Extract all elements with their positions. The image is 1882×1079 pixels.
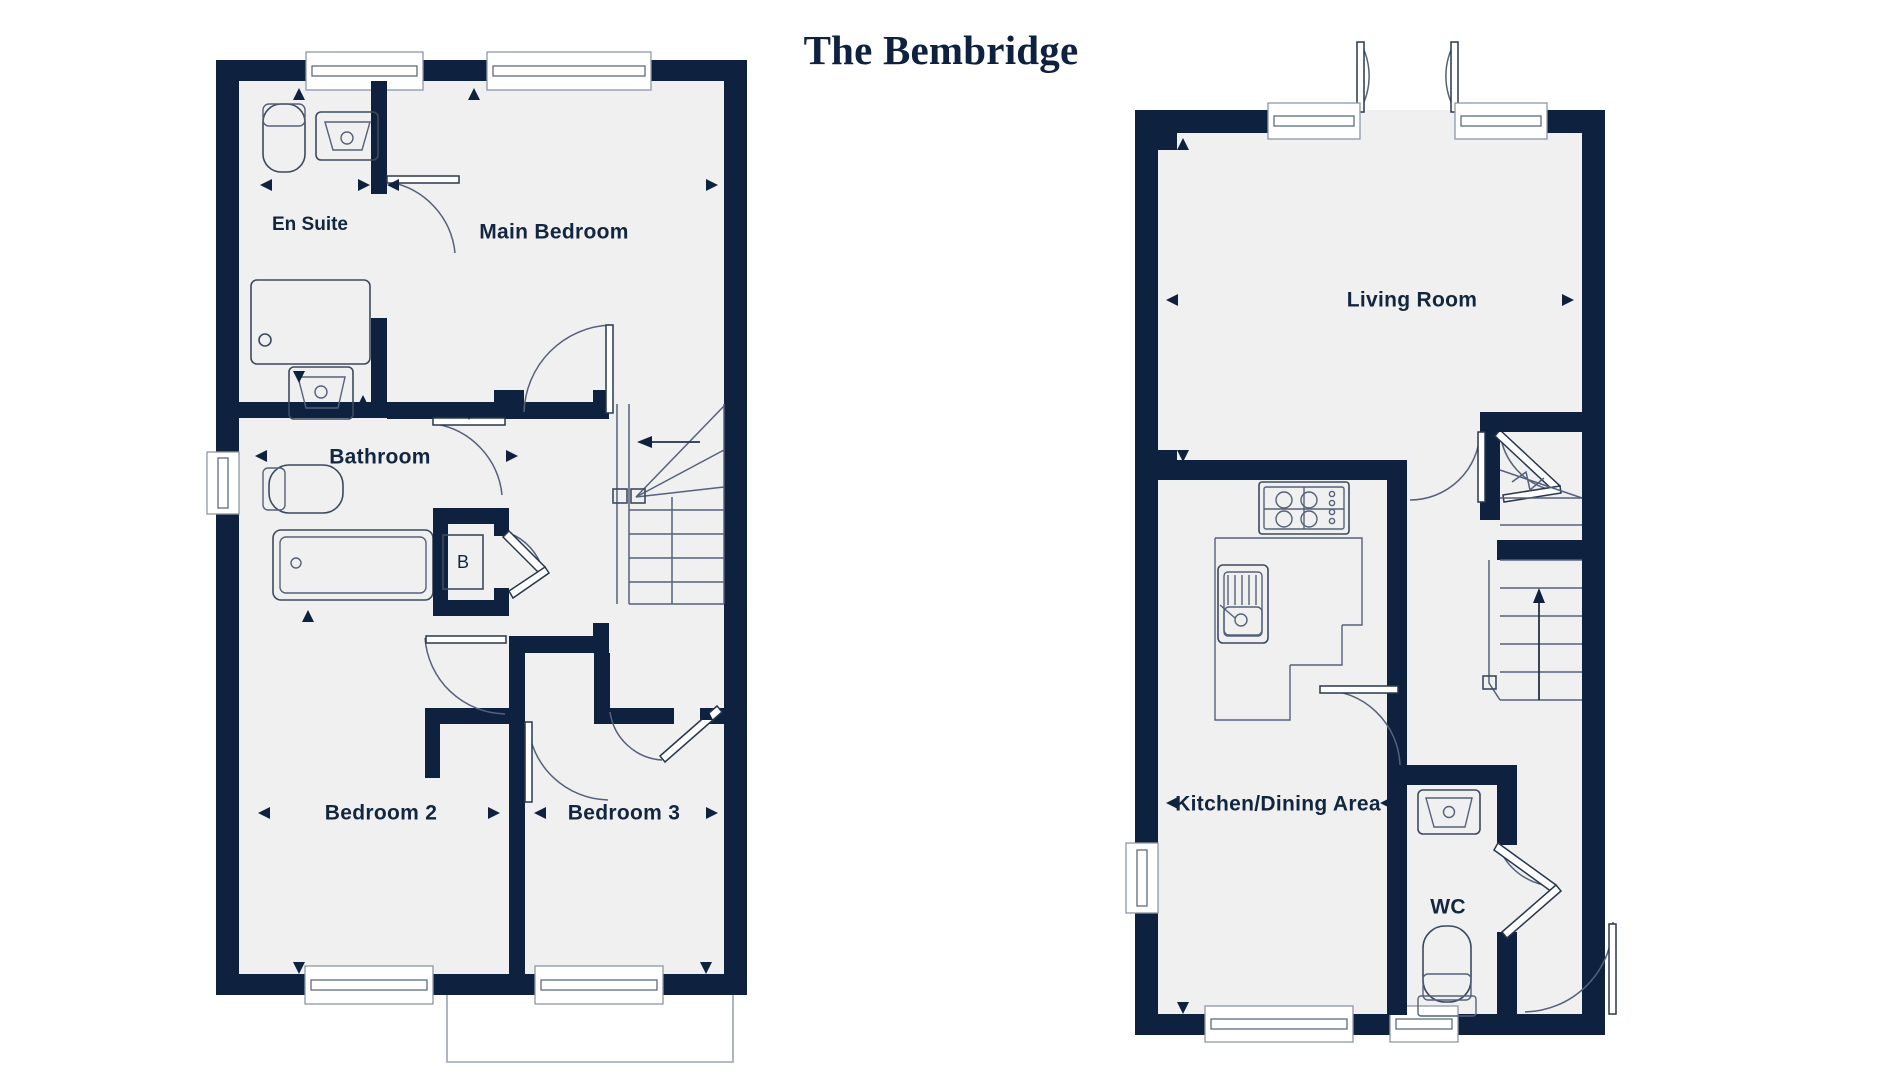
wall-wc-left: [1387, 765, 1407, 1015]
door-entrance-hall[interactable]: [1524, 921, 1617, 1015]
room-label-wc: WC: [1430, 896, 1466, 919]
hob-icon: [1258, 481, 1350, 535]
wall-wc-right-lower: [1497, 932, 1517, 1015]
wall-bathroom-top-stub: [494, 390, 509, 419]
first-floor-fill: [216, 60, 746, 990]
toilet-bathroom-icon: [262, 464, 344, 514]
french-doors[interactable]: [1356, 41, 1459, 113]
staircase-up: [1482, 469, 1583, 701]
wall-stairs-top-gf: [1497, 412, 1582, 432]
direction-arrows: [255, 88, 718, 974]
wash-basin-wc-icon: [1417, 789, 1481, 835]
toilet-ensuite-icon: [262, 103, 306, 173]
ground-floor-fill: [1135, 110, 1605, 1035]
window-kitchen-bottom: [1204, 1005, 1354, 1043]
wall-bedroom2-top-return: [425, 708, 440, 778]
door-ensuite[interactable]: [386, 175, 460, 254]
wall-bedroom2-top: [425, 708, 525, 724]
wall-bedroom3-top: [594, 708, 674, 724]
door-main-bedroom[interactable]: [523, 324, 614, 414]
wall-cupboard-right-lower: [494, 588, 509, 616]
shower-tray-icon: [250, 279, 371, 365]
window-bedroom2-bottom: [304, 965, 434, 1005]
window-bedroom3-bottom: [534, 965, 664, 1005]
door-wc[interactable]: [1493, 841, 1563, 940]
wall-cupboard-bottom: [433, 600, 509, 616]
wall-main-bedroom-stub: [509, 390, 524, 419]
wall-cupboard-right-upper: [494, 508, 509, 536]
wall-bathroom-top: [387, 402, 509, 419]
wall-wc-right-upper: [1497, 765, 1517, 845]
window-living-top-left: [1267, 102, 1361, 140]
wall-stairs-mid-gf: [1497, 540, 1582, 560]
wall-bedroom3-left: [594, 653, 610, 723]
wall-ensuite-bottom: [239, 402, 387, 418]
sink-icon: [1217, 564, 1269, 644]
wall-living-bottom: [1158, 460, 1402, 480]
room-label-en-suite: En Suite: [272, 214, 348, 235]
worktop-left: [1214, 538, 1291, 721]
door-bedroom-3[interactable]: [524, 721, 609, 803]
wall-bedroom-divider: [509, 653, 525, 995]
window-ensuite-top: [305, 51, 424, 91]
room-label-kitchen-dining: Kitchen/Dining Area: [1175, 793, 1381, 816]
porch-canopy-outline: [446, 995, 734, 1063]
worktop-return: [1290, 625, 1343, 666]
worktop-upper: [1215, 537, 1363, 626]
wall-ensuite-right-upper: [371, 81, 387, 194]
window-main-bedroom-top: [486, 51, 652, 91]
wall-cupboard-left: [433, 508, 448, 616]
direction-arrows-gf: [1166, 138, 1574, 1014]
ground-floor-plan: Living Room Kitchen/Dining Area WC: [1125, 41, 1617, 1043]
room-label-bathroom: Bathroom: [329, 446, 431, 469]
door-kitchen-to-hall[interactable]: [1319, 685, 1401, 766]
room-label-main-bedroom: Main Bedroom: [479, 221, 628, 244]
window-living-top-right: [1454, 102, 1548, 140]
wall-landing-top: [509, 402, 609, 419]
wash-basin-bathroom-icon: [288, 366, 354, 420]
door-cupboard[interactable]: [501, 529, 551, 600]
page-title: The Bembridge: [803, 27, 1079, 73]
cupboard-box: [442, 534, 484, 590]
window-kitchen-left: [1125, 842, 1159, 914]
first-floor-plan: B: [206, 51, 747, 1063]
cupboard-label: B: [457, 552, 469, 572]
wall-ensuite-right-lower: [371, 318, 387, 418]
wall-cupboard-top: [433, 508, 509, 524]
window-bathroom-left: [206, 451, 240, 515]
toilet-wc-icon: [1417, 925, 1477, 1017]
room-label-bedroom-3: Bedroom 3: [568, 802, 680, 825]
wall-kitchen-right: [1387, 460, 1407, 765]
wall-landing-bottom: [509, 636, 609, 653]
room-label-living-room: Living Room: [1347, 289, 1477, 312]
door-bedroom-2[interactable]: [424, 635, 507, 715]
staircase-down: [612, 404, 725, 605]
wall-wc-top: [1387, 765, 1517, 785]
room-label-bedroom-2: Bedroom 2: [325, 802, 437, 825]
wash-basin-ensuite-icon: [315, 111, 379, 161]
wall-stairs-left-top: [593, 390, 609, 419]
door-living-to-hall[interactable]: [1409, 431, 1486, 503]
